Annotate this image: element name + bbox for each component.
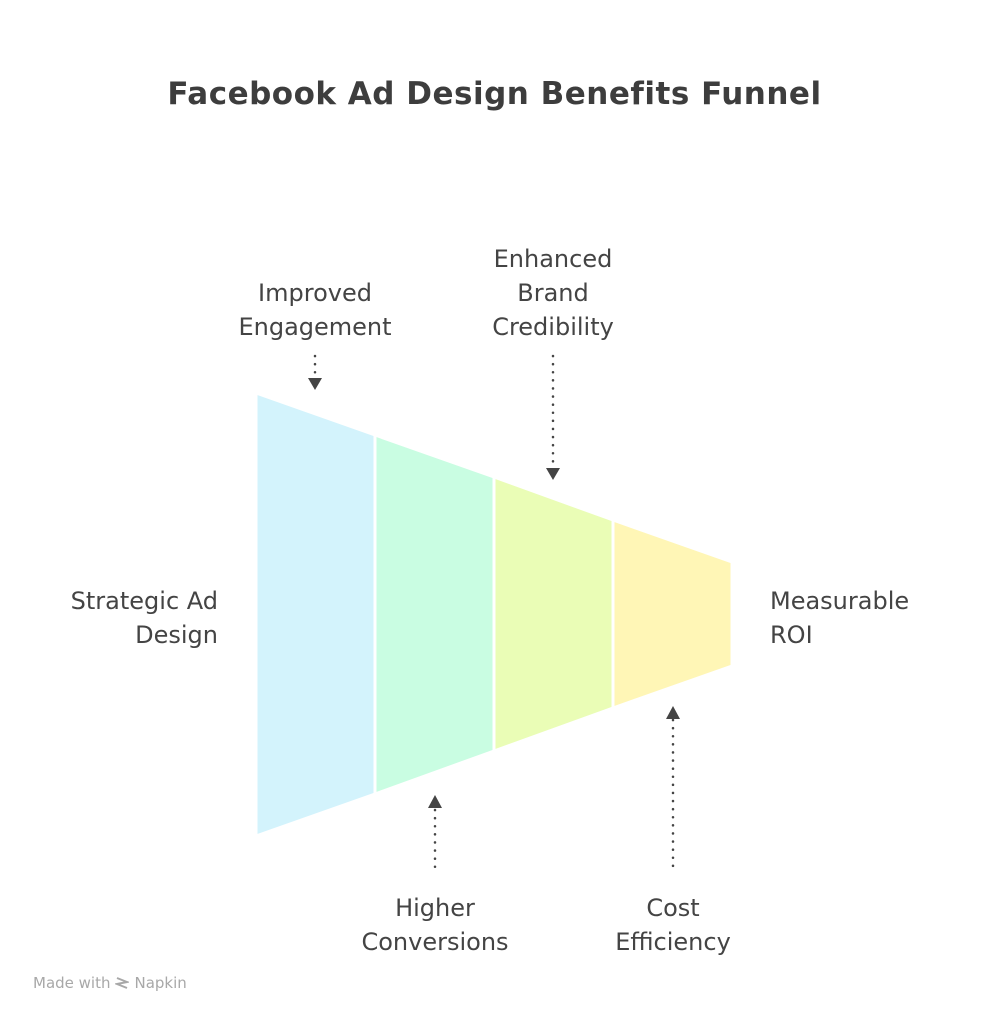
arrow-up-icon — [428, 795, 442, 808]
napkin-logo-icon — [115, 977, 130, 989]
funnel-stage-1 — [254, 390, 377, 839]
funnel-stage-3 — [492, 474, 615, 754]
made-with-text: Made with — [33, 974, 111, 992]
benefit-improved-engagement: Improved Engagement — [238, 279, 392, 341]
funnel-stage-4 — [611, 517, 734, 711]
end-label: Measurable ROI — [770, 587, 910, 649]
benefit-higher-conversions: Higher Conversions — [361, 894, 509, 956]
napkin-brand-text: Napkin — [134, 974, 187, 992]
arrow-down-icon — [308, 378, 322, 390]
diagram-title: Facebook Ad Design Benefits Funnel — [167, 76, 822, 112]
benefit-enhanced-brand-credibility: Enhanced Brand Credibility — [492, 245, 614, 341]
footer-watermark: Made with Napkin — [33, 974, 187, 992]
funnel-stage-2 — [373, 432, 496, 797]
benefit-cost-efficiency: Cost Efficiency — [615, 894, 731, 956]
start-label: Strategic Ad Design — [70, 587, 218, 649]
arrow-up-icon — [666, 706, 680, 719]
arrow-down-icon — [546, 468, 560, 480]
